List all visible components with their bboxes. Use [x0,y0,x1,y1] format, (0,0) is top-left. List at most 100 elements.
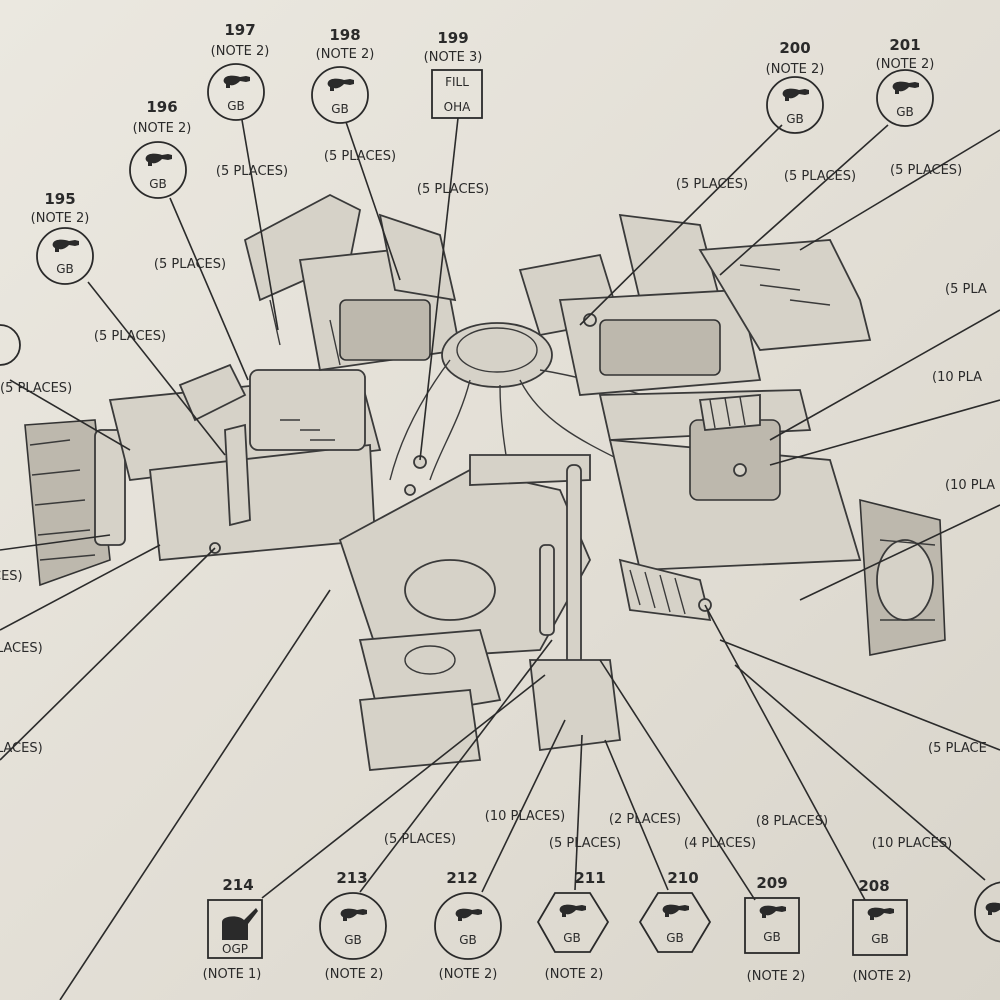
grease-gun-symbol [207,63,265,121]
callout-200: 200 (NOTE 2) GB (5 PLACES) [676,39,824,192]
callout-211: 211 GB (NOTE 2) [536,869,610,982]
callout-201: 201 (NOTE 2) GB (5 PLACES) [784,36,934,184]
callout-number: 195 [44,190,75,208]
callout-number: 196 [146,98,177,116]
callout-209: 209 GB (NOTE 2) [744,874,806,984]
callout-note: (NOTE 2) [316,47,375,62]
grease-gun-icon [662,904,689,917]
places-label: (10 PLACES) [485,809,565,824]
places-label-right-3: (10 PLA [945,478,995,493]
symbol-label: GB [331,102,349,116]
leader-lines [0,117,1000,1000]
grease-gun-icon [559,904,586,917]
symbol-label: GB [871,932,889,946]
callout-note: (NOTE 2) [31,211,90,226]
callout-note: (NOTE 2) [853,969,912,984]
callout-note: (NOTE 2) [133,121,192,136]
grease-gun-icon [340,908,367,921]
places-label-right-2: (10 PLA [932,370,982,385]
symbol-label: GB [896,105,914,119]
callout-note: (NOTE 2) [439,967,498,982]
grease-gun-icon [892,81,919,94]
places-label: (2 PLACES) [609,812,681,827]
places-label: (5 PLACES) [324,149,396,164]
places-label-right-1: (5 PLA [945,282,987,297]
grease-gun-icon [782,88,809,101]
callout-note: (NOTE 2) [211,44,270,59]
callout-number: 199 [437,29,468,47]
callout-number: 197 [224,21,255,39]
bottom-places-labels: (5 PLACES) (10 PLACES) (5 PLACES) (2 PLA… [384,809,952,851]
symbol-label: OHA [444,100,471,114]
symbol-label: GB [149,177,167,191]
callout-198: 198 (NOTE 2) GB (5 PLACES) [311,26,396,164]
symbol-label: GB [459,933,477,947]
callout-number: 213 [336,869,367,887]
callout-note: (NOTE 2) [876,57,935,72]
callout-195: 195 (NOTE 2) GB (5 PLACES) [31,190,166,344]
callout-note: (NOTE 2) [747,969,806,984]
places-label: (4 PLACES) [684,836,756,851]
symbol-line-1: FILL [445,75,469,89]
callout-197: 197 (NOTE 2) GB (5 PLACES) [207,21,288,179]
grease-gun-symbol [434,892,502,960]
callout-note: (NOTE 2) [766,62,825,77]
oil-can-icon [222,908,258,940]
symbol-label: OGP [222,942,248,956]
callout-number: 208 [858,877,889,895]
callout-196: 196 (NOTE 2) GB (5 PLACES) [129,98,226,272]
callout-212: 212 GB (NOTE 2) [434,869,502,982]
hexagon-grease-symbol [536,892,610,953]
places-label-right-top: (5 PLACES) [890,163,962,178]
grease-gun-symbol [129,141,187,199]
hexagon-grease-symbol [638,892,712,953]
square-grease-symbol [852,899,908,956]
symbol-label: GB [227,99,245,113]
square-grease-symbol [744,897,800,954]
grease-gun-icon [52,239,79,252]
callout-number: 209 [756,874,787,892]
callout-199: 199 (NOTE 3) FILL OHA (5 PLACES) [417,29,489,197]
callout-number: 201 [889,36,920,54]
edge-labels: (5 PLACES) (5 PLA (10 PLA (10 PLA (5 PLA… [0,163,995,756]
symbol-label: GB [786,112,804,126]
callout-number: 212 [446,869,477,887]
grease-gun-symbol [876,69,934,127]
callout-208: 208 GB (NOTE 2) [852,877,912,984]
callout-210: 210 GB [638,869,712,953]
mechanical-assembly [24,193,946,771]
places-label: (5 PLACES) [154,257,226,272]
symbol-label: GB [344,933,362,947]
places-label: (8 PLACES) [756,814,828,829]
callout-note: (NOTE 3) [424,50,483,65]
grease-gun-icon [867,907,894,920]
grease-gun-symbol [311,66,369,124]
callout-number: 198 [329,26,360,44]
callout-note: (NOTE 2) [325,967,384,982]
grease-gun-icon [327,78,354,91]
callout-number: 200 [779,39,810,57]
places-label: (5 PLACES) [784,169,856,184]
symbol-label: GB [563,931,581,945]
callout-number: 211 [574,869,605,887]
grease-gun-symbol [36,227,94,285]
callout-214: 214 OGP (NOTE 1) [203,876,263,982]
symbol-label: GB [666,931,684,945]
grease-gun-icon [145,153,172,166]
places-label: (5 PLACES) [549,836,621,851]
callout-note: (NOTE 1) [203,967,262,982]
grease-gun-icon [223,75,250,88]
places-label-left-3: PLACES) [0,641,43,656]
places-label-right-4: (5 PLACE [928,741,987,756]
grease-gun-symbol [766,76,824,134]
callout-number: 210 [667,869,698,887]
places-label-left-2: CES) [0,569,23,584]
places-label: (5 PLACES) [216,164,288,179]
grease-gun-icon [759,905,786,918]
places-label: (5 PLACES) [417,182,489,197]
callout-213: 213 GB (NOTE 2) [319,869,387,982]
oil-can-symbol [207,899,263,959]
places-label: (5 PLACES) [384,832,456,847]
